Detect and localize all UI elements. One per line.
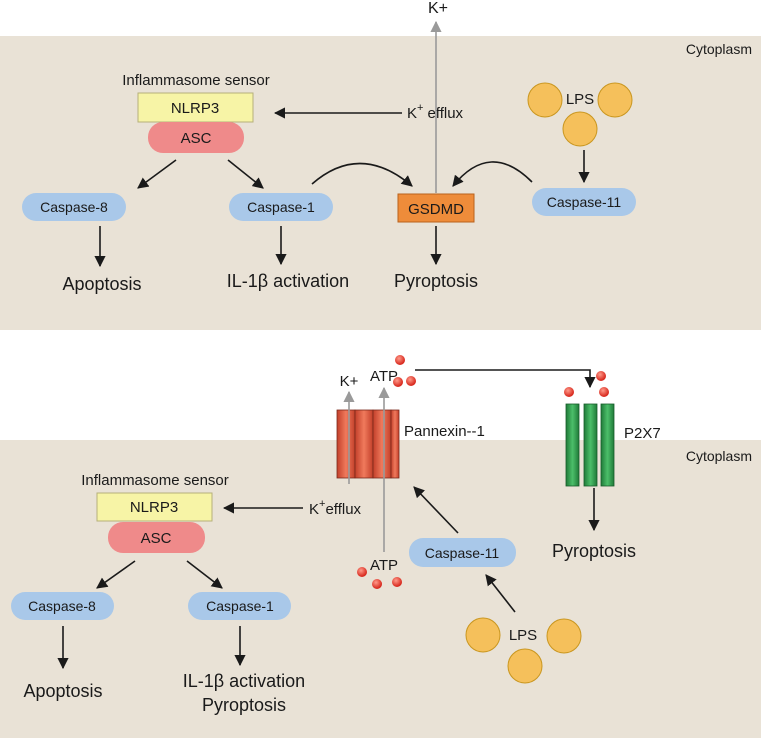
top-panel: Cytoplasm K+ Inflammasome sensor NLRP3 A… (0, 0, 761, 330)
bottom-lps-label: LPS (509, 627, 537, 644)
pannexin1-segment-1 (336, 409, 356, 479)
pannexin1-segment-3 (372, 409, 392, 479)
bottom-arrow-asc-to-casp1 (186, 560, 223, 589)
atp-dot-out-2 (393, 377, 403, 387)
pannexin1-segment-2 (354, 409, 374, 479)
top-lps-circle-3 (562, 111, 598, 147)
top-caspase1-label: Caspase-1 (247, 199, 315, 215)
bottom-pyroptosis-label: Pyroptosis (202, 695, 286, 715)
bottom-cytoplasm-region (0, 440, 761, 738)
p2x7-segment-2 (583, 403, 598, 487)
bottom-k-efflux-label: K+efflux (309, 498, 362, 518)
bottom-panel: Cytoplasm Pannexin--1 P2X7 K+ ATP ATP (0, 355, 761, 738)
top-arrow-casp1-to-gsdmd (311, 162, 413, 187)
top-asc-pill (148, 122, 244, 153)
p2x7-receptor (565, 403, 615, 487)
p2x7-segment-3 (600, 403, 615, 487)
bottom-caspase1-label: Caspase-1 (206, 598, 274, 614)
bottom-caspase1-pill (188, 592, 291, 620)
bottom-lps-circle-2 (546, 618, 582, 654)
atp-dot-in-3 (392, 577, 402, 587)
bottom-arrow-lps-to-casp11 (485, 574, 516, 613)
atp-dot-p2x7-2 (596, 371, 606, 381)
atp-dot-in-2 (372, 579, 382, 589)
bottom-apoptosis-label: Apoptosis (23, 681, 102, 701)
top-cytoplasm-label: Cytoplasm (686, 41, 752, 57)
top-inflammasome-sensor-title: Inflammasome sensor (122, 72, 270, 89)
bottom-caspase8-pill (11, 592, 114, 620)
bottom-pyroptosis-p2x7-label: Pyroptosis (552, 541, 636, 561)
bottom-inflammasome-sensor-title: Inflammasome sensor (81, 472, 229, 489)
top-apoptosis-label: Apoptosis (62, 274, 141, 294)
bottom-caspase11-pill (409, 538, 516, 567)
bottom-atp-in-label: ATP (370, 557, 398, 574)
bottom-arrow-casp11-to-pannexin (413, 486, 459, 534)
top-arrow-asc-to-casp1 (227, 159, 264, 189)
pannexin1-channel (336, 409, 400, 479)
top-asc-label: ASC (181, 130, 212, 147)
top-il1b-label: IL-1β activation (227, 271, 349, 291)
top-outside-ion-label: K+ (428, 0, 448, 17)
bottom-caspase11-label: Caspase-11 (425, 545, 500, 561)
pannexin1-segment-4 (390, 409, 400, 479)
top-lps-label: LPS (566, 91, 594, 108)
bottom-lps-circle-1 (465, 617, 501, 653)
bottom-nlrp3-box (96, 492, 213, 522)
top-arrow-asc-to-casp8 (137, 159, 177, 189)
atp-dot-p2x7-1 (564, 387, 574, 397)
p2x7-segment-1 (565, 403, 580, 487)
bottom-caspase8-label: Caspase-8 (28, 598, 96, 614)
atp-dot-out-3 (406, 376, 416, 386)
bottom-asc-pill (108, 522, 205, 553)
bottom-k-out-label: K+ (340, 373, 359, 390)
top-lps-circle-2 (597, 82, 633, 118)
top-caspase11-pill (532, 188, 636, 216)
top-gsdmd-box (397, 193, 475, 223)
top-caspase11-label: Caspase-11 (547, 194, 622, 210)
top-gsdmd-label: GSDMD (408, 201, 464, 218)
bottom-lps-circle-3 (507, 648, 543, 684)
top-nlrp3-box (137, 92, 254, 123)
top-pyroptosis-label: Pyroptosis (394, 271, 478, 291)
atp-dot-in-1 (357, 567, 367, 577)
bottom-asc-label: ASC (141, 530, 172, 547)
top-arrow-casp11-to-gsdmd (452, 161, 533, 187)
top-nlrp3-label: NLRP3 (171, 100, 219, 117)
atp-dot-out-1 (395, 355, 405, 365)
top-caspase8-pill (22, 193, 126, 221)
top-caspase8-label: Caspase-8 (40, 199, 108, 215)
bottom-atp-out-label: ATP (370, 368, 398, 385)
bottom-nlrp3-label: NLRP3 (130, 499, 178, 516)
bottom-il1b-label: IL-1β activation (183, 671, 305, 691)
pannexin1-label: Pannexin--1 (404, 423, 485, 440)
bottom-arrow-asc-to-casp8 (96, 560, 136, 589)
top-caspase1-pill (229, 193, 333, 221)
bottom-cytoplasm-label: Cytoplasm (686, 448, 752, 464)
top-cytoplasm-region (0, 36, 761, 330)
bottom-arrow-atp-to-p2x7 (415, 369, 596, 389)
atp-dot-p2x7-3 (599, 387, 609, 397)
top-lps-circle-1 (527, 82, 563, 118)
p2x7-label: P2X7 (624, 425, 661, 442)
